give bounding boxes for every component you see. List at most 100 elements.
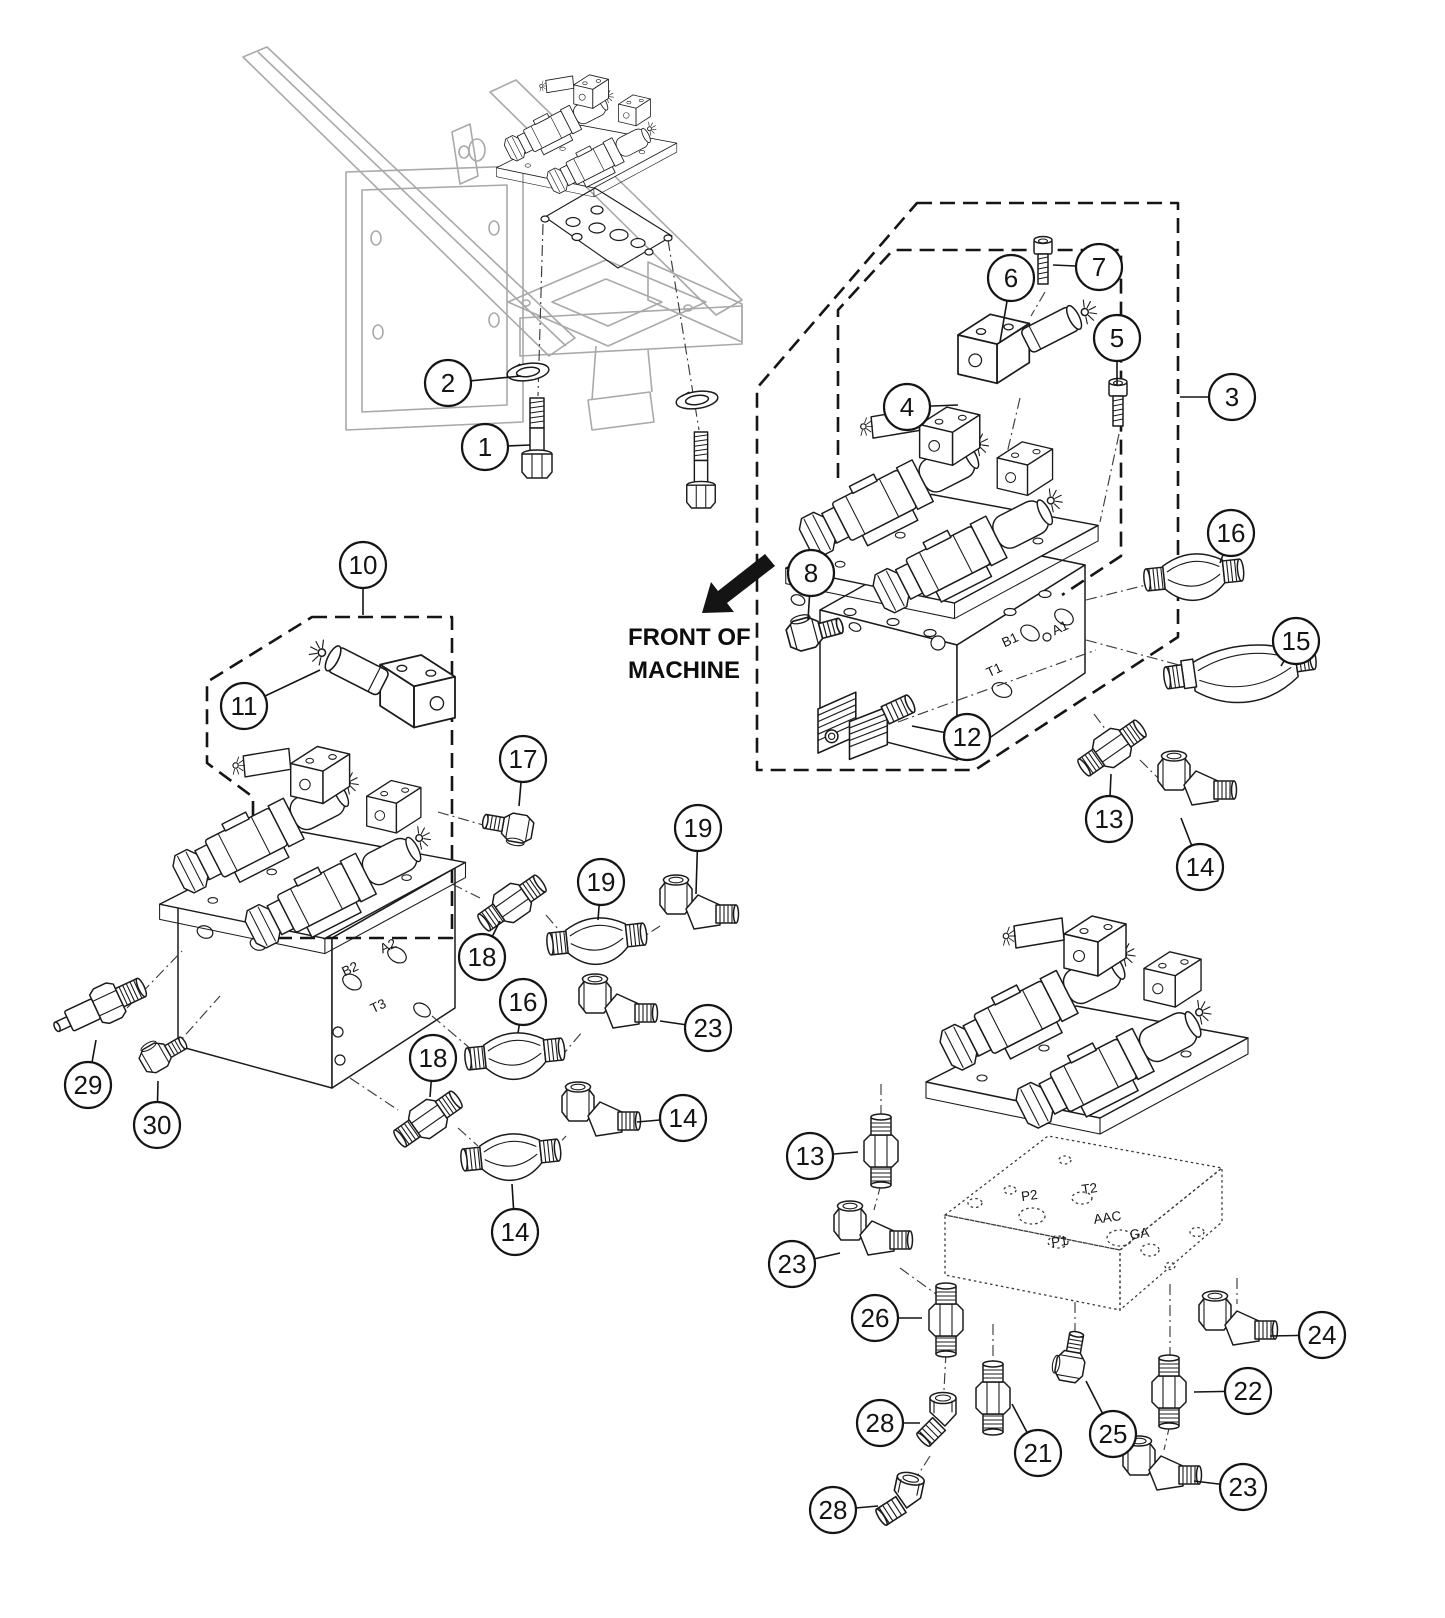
callout-circle [1223,1366,1273,1416]
callout-14: 14 [636,1093,708,1143]
callout-circle [63,1060,113,1110]
machine-frame [242,46,743,431]
callout-12: 12 [911,712,992,762]
callout-number: 8 [804,558,818,588]
callout-10: 10 [338,540,388,615]
callout-number: 13 [796,1141,825,1171]
callout-number: 5 [1110,323,1124,353]
lock-washer-2 [505,359,551,385]
callout-29: 29 [63,1039,113,1110]
callout-circle [498,977,548,1027]
port-label-GA: GA [1129,1225,1150,1243]
port-label-T2: T2 [1081,1180,1099,1197]
front-of-machine-label-line2: MACHINE [628,657,740,684]
callout-3: 3 [1180,372,1257,422]
callout-number: 4 [900,392,914,422]
sensor-29 [46,968,153,1046]
callout-17: 17 [498,734,548,807]
callout-circle [490,1207,540,1257]
dashed-box-10 [205,615,454,940]
callout-number: 12 [953,722,982,752]
union-13-bottom [863,1113,899,1189]
callout-number: 22 [1234,1376,1263,1406]
projection-line [1093,713,1107,731]
projection-line [451,883,481,899]
callout-circle [1088,1409,1138,1459]
elbow-23-left [578,973,659,1029]
plug-17 [478,807,536,849]
callout-14: 14 [1175,817,1225,892]
callout-number: 14 [669,1103,698,1133]
elbow-19b [659,874,740,930]
pilot-valve-11 [304,635,455,728]
callout-2: 2 [423,358,522,408]
elbow-23-bottom-left [833,1200,914,1256]
dashed-box-3 [755,201,1180,772]
dashed-box-4 [836,248,1123,597]
union-21 [975,1360,1011,1436]
callout-circle [882,382,932,432]
callout-number: 28 [866,1408,895,1438]
callout-19: 19 [673,803,723,895]
callout-number: 15 [1282,626,1311,656]
callout-number: 1 [478,432,492,462]
callout-circle [808,1485,858,1535]
callout-25: 25 [1085,1380,1138,1459]
projection-line [457,1127,479,1147]
projection-line [1030,291,1046,317]
port-label-P2: P2 [1020,1187,1038,1204]
elbow-16-right [1141,548,1247,607]
callout-circle [658,1093,708,1143]
callout-circle [1084,794,1134,844]
elbow-14-mid [561,1081,642,1137]
projection-line [431,1015,473,1051]
callout-7: 7 [1052,242,1124,292]
callout-number: 24 [1308,1320,1337,1350]
port-label-A1: A1 [1049,618,1070,639]
callout-number: 30 [143,1110,172,1140]
cap-screw-5 [1108,377,1128,427]
callout-circle [132,1100,182,1150]
cap-screw-7 [1033,235,1053,285]
plug-25 [1049,1327,1091,1385]
callout-circle [1092,313,1142,363]
projection-line [897,649,1097,723]
callout-number: 18 [419,1043,448,1073]
callout-18: 18 [408,1033,458,1098]
callout-11: 11 [219,669,321,731]
elbow-24 [1198,1290,1279,1346]
callout-13: 13 [1084,773,1134,844]
callout-circle [942,712,992,762]
mounting-plate-top-left [540,187,673,269]
callout-6: 6 [986,253,1036,343]
callout-number: 25 [1099,1419,1128,1449]
callout-number: 16 [1217,518,1246,548]
port-label-B2: B2 [339,959,360,980]
callout-number: 26 [861,1303,890,1333]
callout-number: 18 [468,942,497,972]
callout-1: 1 [460,422,531,472]
callout-18: 18 [457,920,507,982]
callout-circle [460,422,510,472]
callout-28: 28 [808,1485,879,1535]
callout-19: 19 [576,857,626,921]
callout-number: 13 [1095,804,1124,834]
callout-circle [1271,616,1321,666]
callout-number: 2 [441,368,455,398]
callout-22: 22 [1193,1366,1273,1416]
callout-14: 14 [490,1183,540,1257]
lock-washer-2b [674,387,720,413]
callout-15: 15 [1271,616,1321,667]
union-18b [387,1083,469,1155]
elbow-16-left [462,1027,568,1086]
union-26 [928,1282,964,1358]
callout-number: 16 [509,987,538,1017]
callout-circle [498,734,548,784]
callout-circle [1206,508,1256,558]
pilot-valve-6 [958,295,1101,383]
callout-circle [1074,242,1124,292]
callout-16: 16 [498,977,548,1034]
callout-number: 23 [778,1249,807,1279]
callout-number: 23 [694,1013,723,1043]
callout-circle [423,358,473,408]
